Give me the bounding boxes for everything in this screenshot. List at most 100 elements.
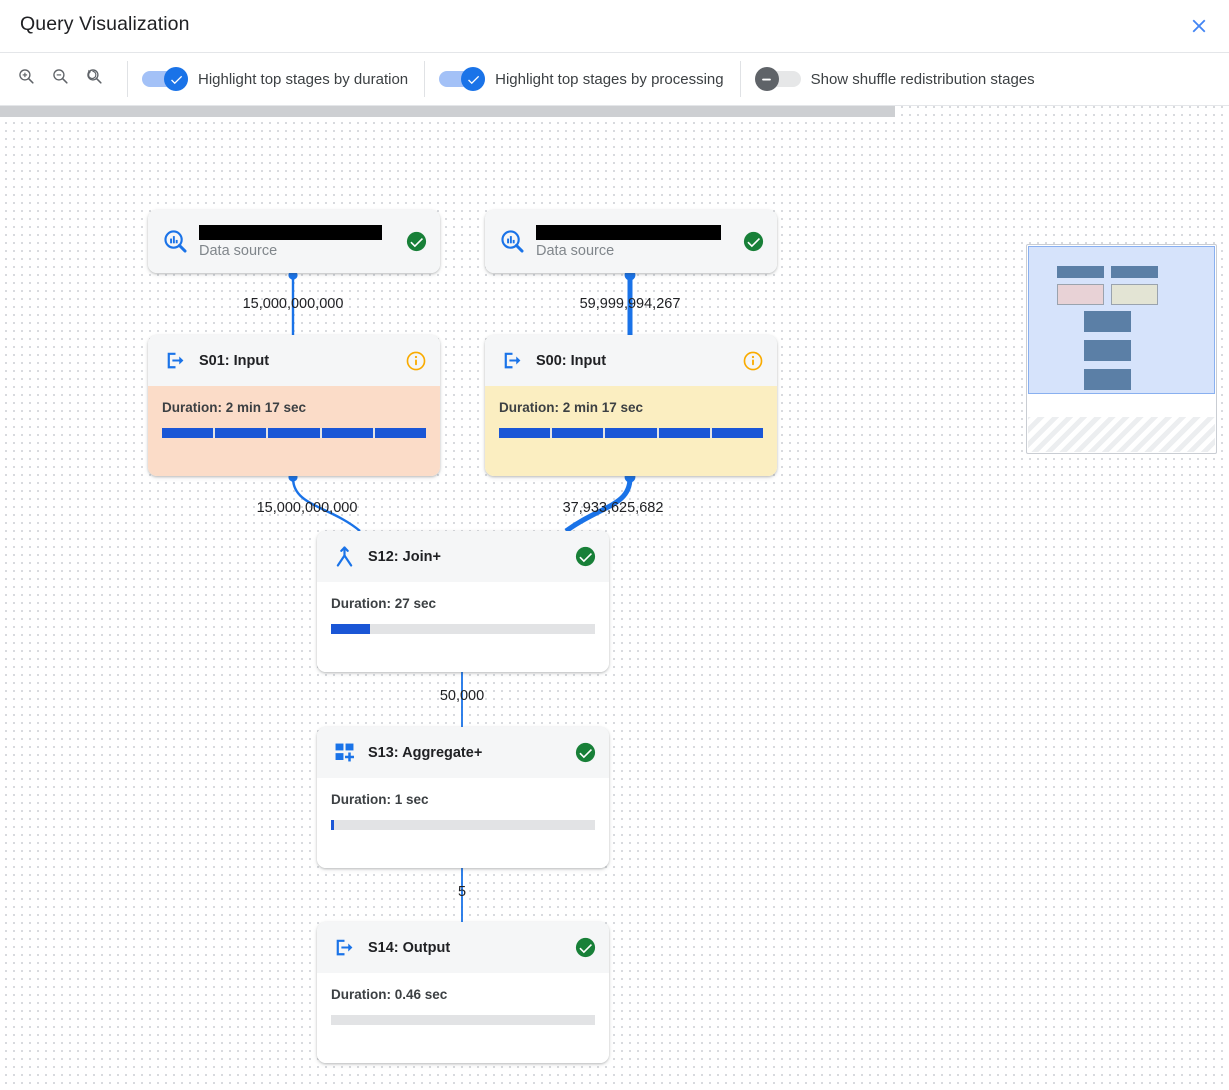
- close-button[interactable]: [1179, 6, 1219, 46]
- progress-bar: [331, 820, 596, 830]
- node-data-source-right[interactable]: Data source: [485, 210, 777, 273]
- node-s01-input[interactable]: S01: Input Duration: 2 min 17 sec: [148, 335, 440, 476]
- node-header: S14: Output: [317, 922, 609, 973]
- node-title: S00: Input: [536, 352, 607, 369]
- progress-segment: [490, 820, 542, 830]
- toggle-group-highlight-duration: Highlight top stages by duration: [142, 53, 408, 106]
- toggle-highlight-duration[interactable]: [142, 67, 188, 91]
- output-arrow-icon: [330, 934, 358, 962]
- toggle-highlight-processing[interactable]: [439, 67, 486, 91]
- progress-segment: [437, 1015, 489, 1025]
- check-circle-icon: [574, 936, 597, 959]
- horizontal-scrollbar[interactable]: [0, 106, 895, 117]
- progress-bar: [162, 428, 427, 438]
- node-s13-aggregate[interactable]: S13: Aggregate+ Duration: 1 sec: [317, 727, 609, 868]
- progress-segment: [162, 428, 214, 438]
- edge-label: 5: [457, 884, 467, 900]
- progress-segment: [268, 428, 320, 438]
- progress-segment: [215, 428, 267, 438]
- node-header: Data source: [485, 210, 777, 273]
- toggle-knob: [461, 67, 486, 91]
- node-title: S01: Input: [199, 352, 270, 369]
- progress-segment: [658, 428, 710, 438]
- check-icon: [466, 72, 481, 87]
- page-title: Query Visualization: [20, 13, 190, 35]
- progress-segment: [331, 1015, 383, 1025]
- minimap-viewport[interactable]: [1028, 246, 1215, 394]
- node-header: S00: Input: [485, 335, 777, 386]
- toolbar-divider-3: [739, 61, 741, 97]
- node-s14-output[interactable]: S14: Output Duration: 0.46 sec: [317, 922, 609, 1063]
- close-icon: [1188, 15, 1210, 37]
- mm-node-ds-right: [1111, 266, 1158, 278]
- progress-bar: [331, 1015, 596, 1025]
- progress-segment: [552, 428, 604, 438]
- status-badge-success: [573, 936, 597, 960]
- progress-segment: [543, 820, 596, 830]
- progress-segment: [543, 1015, 596, 1025]
- progress-bar: [499, 428, 764, 438]
- mm-node-s00: [1111, 284, 1158, 305]
- join-icon: [330, 543, 358, 571]
- check-circle-icon: [574, 545, 597, 568]
- mm-node-s12: [1084, 311, 1131, 332]
- node-header: Data source: [148, 210, 440, 273]
- status-badge-info[interactable]: [741, 349, 765, 373]
- progress-segment: [437, 624, 489, 634]
- mm-node-s13: [1084, 340, 1131, 361]
- node-title: S14: Output: [368, 939, 451, 956]
- node-body: Duration: 27 sec: [317, 582, 609, 672]
- node-title: S12: Join+: [368, 548, 441, 565]
- node-body: Duration: 1 sec: [317, 778, 609, 868]
- check-circle-icon: [405, 230, 428, 253]
- zoom-reset-button[interactable]: [77, 62, 111, 96]
- edge-label: 50,000: [439, 688, 485, 704]
- toggle-label-highlight-duration: Highlight top stages by duration: [198, 70, 409, 88]
- input-arrow-icon: [161, 347, 189, 375]
- progress-segment: [605, 428, 657, 438]
- status-badge-success: [573, 545, 597, 569]
- node-header: S12: Join+: [317, 531, 609, 582]
- mm-node-s14: [1084, 369, 1131, 390]
- edge-label: 59,999,994,267: [579, 296, 681, 312]
- progress-segment: [543, 624, 596, 634]
- edge-label: 15,000,000,000: [256, 500, 358, 516]
- node-header: S01: Input: [148, 335, 440, 386]
- info-icon: [742, 350, 764, 372]
- progress-segment: [321, 428, 373, 438]
- zoom-in-icon: [17, 67, 36, 91]
- toolbar-divider-2: [424, 61, 426, 97]
- progress-segment: [384, 820, 436, 830]
- node-data-source-left[interactable]: Data source: [148, 210, 440, 273]
- input-arrow-icon: [498, 347, 526, 375]
- dialog-header: Query Visualization: [0, 0, 1229, 53]
- node-body: Duration: 2 min 17 sec: [148, 386, 440, 476]
- zoom-out-icon: [51, 67, 70, 91]
- progress-segment: [490, 1015, 542, 1025]
- duration-label: Duration: 2 min 17 sec: [499, 400, 644, 415]
- progress-segment: [384, 1015, 436, 1025]
- duration-label: Duration: 27 sec: [331, 596, 437, 611]
- status-badge-success: [404, 230, 428, 254]
- node-s00-input[interactable]: S00: Input Duration: 2 min 17 sec: [485, 335, 777, 476]
- status-badge-info[interactable]: [404, 349, 428, 373]
- graph-canvas[interactable]: 15,000,000,000 59,999,994,267 15,000,000…: [0, 106, 1229, 1090]
- duration-label: Duration: 2 min 17 sec: [162, 400, 307, 415]
- minus-icon: [759, 72, 774, 87]
- zoom-out-button[interactable]: [43, 62, 77, 96]
- edge-label: 37,933,625,682: [562, 500, 664, 516]
- progress-segment: [331, 820, 383, 830]
- toggle-show-shuffle[interactable]: [754, 67, 801, 91]
- minimap[interactable]: [1026, 244, 1217, 454]
- mm-node-s01: [1057, 284, 1104, 305]
- redacted-title: [536, 224, 721, 240]
- node-s12-join[interactable]: S12: Join+ Duration: 27 sec: [317, 531, 609, 672]
- duration-label: Duration: 0.46 sec: [331, 987, 448, 1002]
- edge-label: 15,000,000,000: [242, 296, 344, 312]
- mm-node-ds-left: [1057, 266, 1104, 278]
- toolbar-divider-1: [127, 61, 128, 97]
- aggregate-icon: [330, 739, 358, 767]
- toggle-knob: [754, 67, 779, 91]
- zoom-in-button[interactable]: [9, 62, 43, 96]
- progress-segment: [331, 624, 383, 634]
